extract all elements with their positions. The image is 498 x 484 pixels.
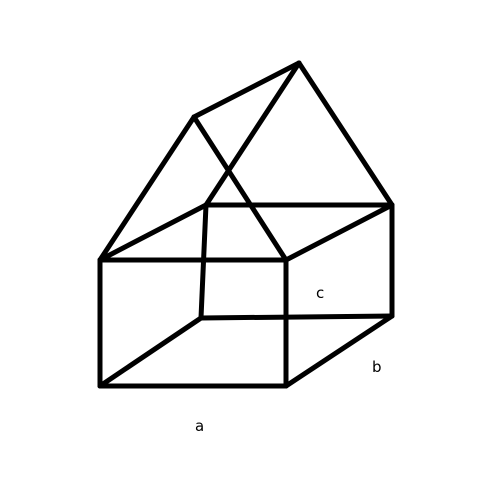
roof-back-left-edge — [203, 60, 302, 208]
back-bottom-edge — [198, 313, 395, 321]
label-c: c — [316, 284, 324, 302]
label-a: a — [195, 417, 204, 435]
roof-ridge-edge — [191, 60, 302, 120]
roof-front-right-edge — [191, 114, 289, 263]
depth-top-left-edge — [97, 202, 209, 263]
roof-front-left-edge — [97, 114, 197, 263]
depth-bottom-left-edge — [97, 315, 204, 389]
depth-top-right-edge — [283, 202, 395, 263]
back-left-edge — [198, 202, 209, 321]
roof-back-right-edge — [296, 60, 395, 208]
label-b: b — [372, 358, 382, 376]
depth-bottom-right-edge — [283, 313, 395, 389]
